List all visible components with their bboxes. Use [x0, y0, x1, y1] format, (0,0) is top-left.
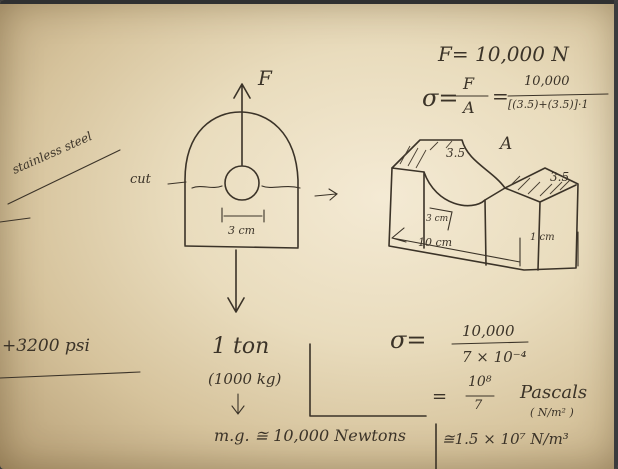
- psi-label: +3200 psi: [2, 336, 90, 356]
- photo-frame-right: [614, 0, 618, 469]
- dim-1cm: 1 cm: [530, 232, 555, 243]
- force-label: F: [258, 66, 272, 90]
- dim-3-5-right: 3.5: [550, 170, 570, 184]
- weight-label: m.g. ≅ 10,000 Newtons: [214, 426, 406, 445]
- block-outline: [388, 139, 579, 271]
- stress-formula-eq: =: [492, 84, 509, 108]
- stress-formula-frac-bottom: A: [463, 98, 475, 117]
- pascal-top: 10⁸: [468, 374, 492, 390]
- area-label: A: [500, 134, 513, 154]
- dim-10cm: 10 cm: [418, 236, 453, 249]
- cut-line: [167, 181, 301, 189]
- small-down-arrow: [231, 393, 245, 415]
- sigma2-bottom: 7 × 10⁻⁴: [462, 348, 527, 366]
- pascals-label: Pascals: [520, 382, 588, 403]
- block-front-top: [391, 167, 506, 207]
- ton-label: 1 ton: [212, 334, 270, 359]
- pascal-bottom: 7: [474, 398, 483, 413]
- force-arrow-up: [233, 83, 251, 166]
- force-equation: F= 10,000 N: [438, 42, 569, 66]
- block-hatch: [399, 140, 571, 197]
- stress-formula-left: σ=: [422, 84, 459, 112]
- stress-value-top: 10,000: [524, 74, 570, 89]
- dim-3cm-block: 3 cm: [426, 214, 449, 224]
- frac-bar-2: [507, 93, 609, 97]
- dim-10cm-arrow: [391, 227, 521, 263]
- cut-label: cut: [130, 172, 151, 187]
- psi-underline: [0, 371, 141, 379]
- block-edges: [423, 171, 577, 271]
- frac-bar-3: [451, 341, 529, 345]
- transform-arrow: [314, 188, 338, 201]
- unit-label: ( N/m² ): [530, 406, 574, 419]
- approx-label: ≅1.5 × 10⁷ N/m³: [442, 430, 569, 448]
- dim-1cm-arrow: [519, 231, 579, 267]
- stress-value-bottom: [(3.5)+(3.5)]·1: [508, 98, 589, 111]
- dim-3cm: 3 cm: [228, 224, 256, 237]
- arch-base: [184, 245, 299, 249]
- arch-outline: [184, 111, 299, 248]
- stress-formula-frac-top: F: [463, 74, 475, 93]
- stainless-underline: [7, 149, 121, 205]
- kg-label: (1000 kg): [208, 370, 282, 388]
- separator-line: [309, 343, 427, 417]
- dim-3cm-arrow: [221, 207, 265, 223]
- equals-sign: =: [432, 386, 448, 407]
- force-arrow-down: [227, 249, 245, 313]
- page-edge-line: [0, 217, 31, 223]
- sigma2-left: σ=: [390, 326, 427, 354]
- arch-hole: [224, 165, 260, 201]
- dim-3cm-block-arrow: [429, 207, 453, 231]
- sigma2-top: 10,000: [462, 322, 515, 340]
- photo-frame-top: [0, 0, 618, 4]
- dim-3-5-left: 3.5: [446, 146, 466, 160]
